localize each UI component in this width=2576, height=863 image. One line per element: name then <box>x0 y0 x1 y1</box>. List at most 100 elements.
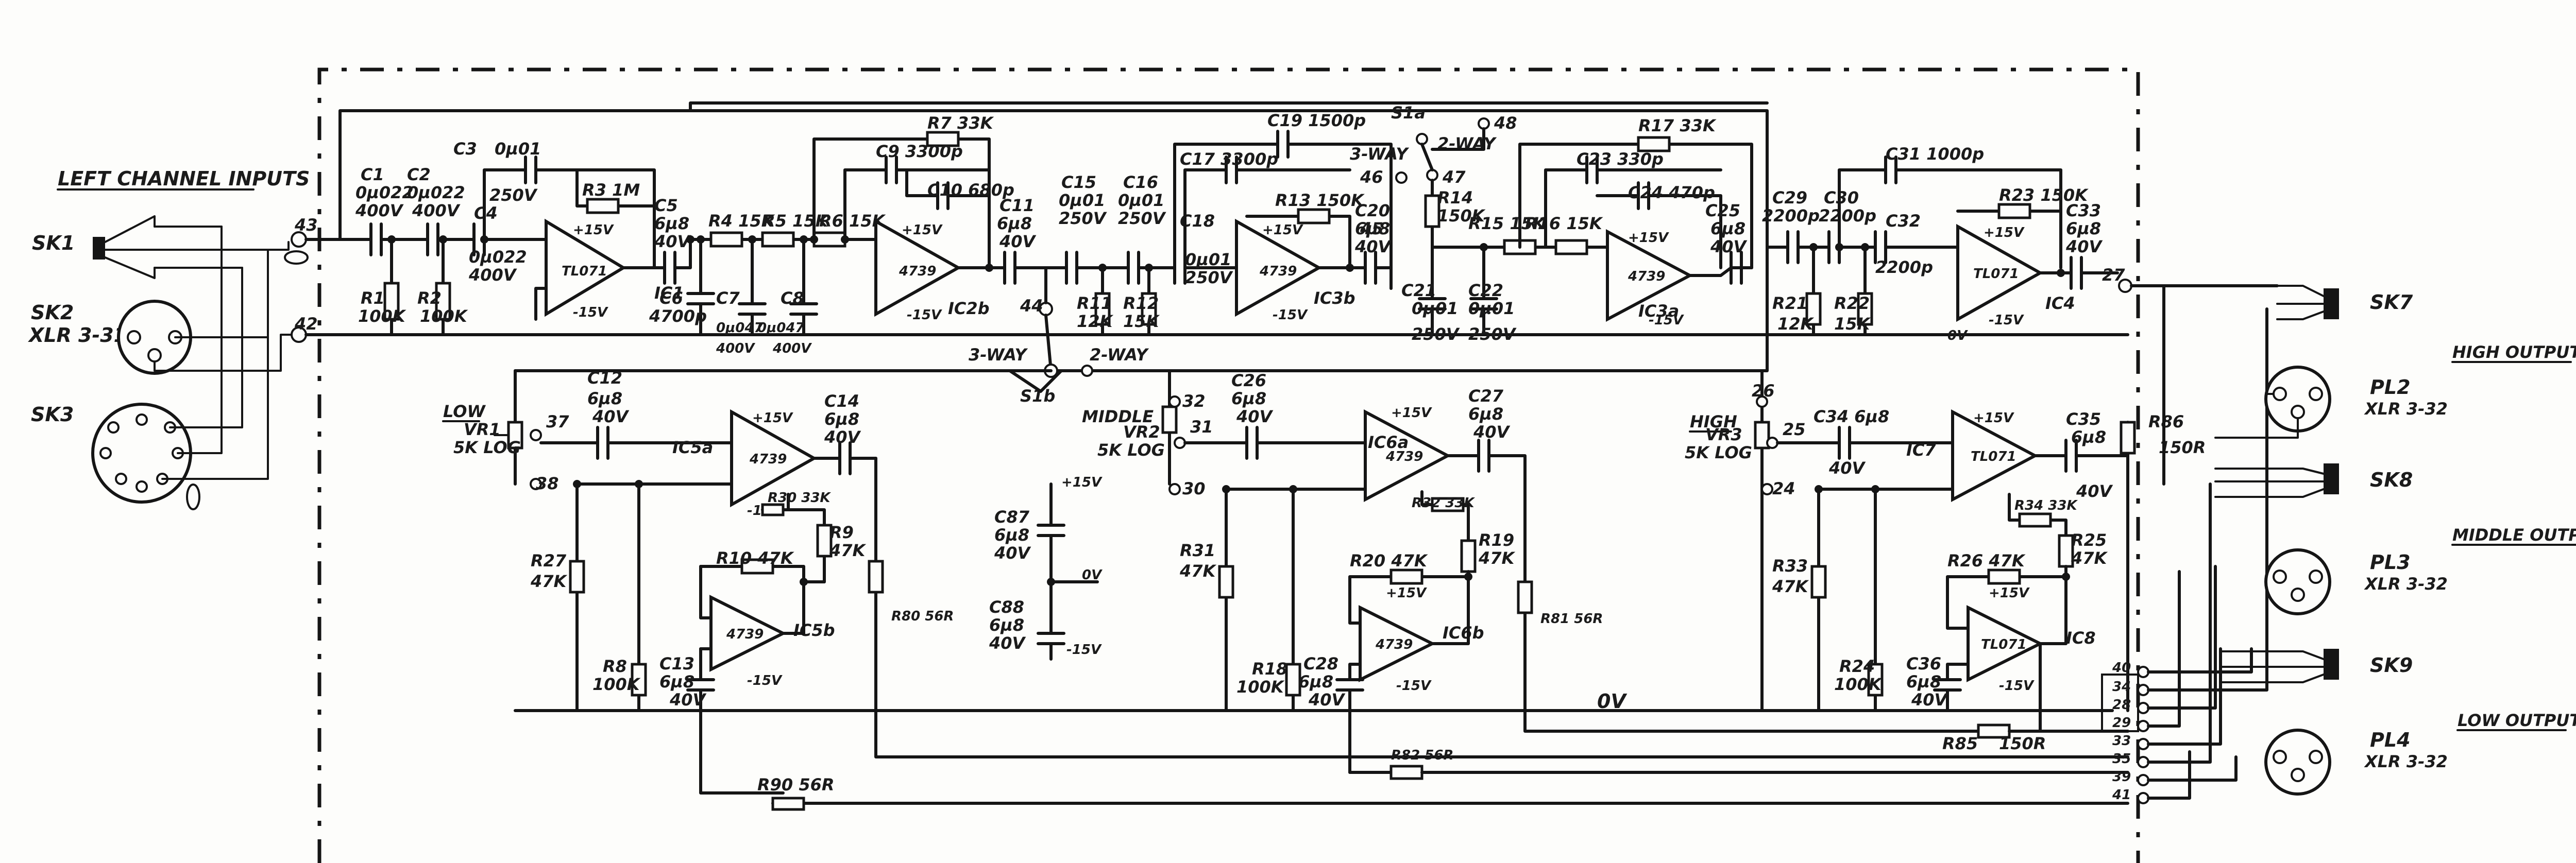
s1a-3way: 3-WAY <box>1350 144 1409 164</box>
ic2b-opamp-icon <box>874 218 962 317</box>
c88-label: C88 <box>989 597 1024 617</box>
c25-label: C25 <box>1705 201 1740 220</box>
r30-label: R30 33K <box>768 490 831 506</box>
c27-value: 6µ8 <box>1468 404 1503 424</box>
r19-value: 47K <box>1478 548 1516 568</box>
ic8-vneg: -15V <box>1999 678 2035 694</box>
c88-rating: 40V <box>989 633 1026 653</box>
c2-rating: 400V <box>412 201 461 220</box>
ic6b-opamp-icon <box>1359 605 1436 682</box>
middle-section: MIDDLE VR2 5K LOG 32 31 30 C26 6µ8 40V 4… <box>1082 369 2129 780</box>
r21-label: R21 <box>1772 294 1808 313</box>
r23-label: R23 150K <box>1999 185 2089 205</box>
node-26: 26 <box>1752 381 1775 401</box>
r24-label: R24 <box>1839 657 1875 676</box>
sk1-jack-icon <box>93 237 105 260</box>
c20-value: 6µ8 <box>1355 219 1390 238</box>
c3-value: 0µ01 <box>495 139 541 159</box>
c30-value: 2200p <box>1819 206 1876 226</box>
r3-label: R3 1M <box>582 180 640 200</box>
high-section: 26 24 HIGH VR3 5K LOG 25 C34 6µ8 40V TL0… <box>1685 369 2206 753</box>
middle-label: MIDDLE <box>1082 407 1154 426</box>
r14-label: R14 <box>1437 188 1473 208</box>
node-43: 43 <box>294 215 318 235</box>
ic3a-label: IC3a <box>1638 301 1679 321</box>
ic1-vneg: -15V <box>573 305 608 320</box>
ic8-label: IC8 <box>2066 628 2096 648</box>
c10-label: C10 680p <box>927 180 1014 200</box>
ic5b-vneg: -15V <box>747 673 783 688</box>
r85-value: 150R <box>1999 734 2046 753</box>
ic5a-opamp-icon <box>730 409 818 508</box>
r25-label: R25 <box>2071 530 2107 550</box>
r22-value: 15K <box>1834 314 1871 334</box>
c4-value: 0µ022 <box>469 247 527 267</box>
c2-value: 0µ022 <box>407 183 465 202</box>
pl2-type: XLR 3-32 <box>2364 399 2448 419</box>
ic2b-vpos: +15V <box>902 222 943 238</box>
node-30: 30 <box>1182 479 1206 498</box>
ic7-vpos: +15V <box>1973 410 2014 426</box>
r80-label: R80 56R <box>891 609 954 624</box>
top-feedback-bus <box>338 109 1769 372</box>
c25-value: 6µ8 <box>1710 219 1745 238</box>
r32-label: R32 33K <box>1412 495 1475 511</box>
c15-rating: 250V <box>1059 209 1107 228</box>
r31-value: 47K <box>1179 561 1217 581</box>
c27-label: C27 <box>1468 386 1504 406</box>
c12-label: C12 <box>587 368 622 388</box>
c21-value: 0µ01 <box>1412 299 1458 318</box>
c87-rating: 40V <box>994 543 1031 563</box>
left-inputs-title: LEFT CHANNEL INPUTS <box>58 167 310 190</box>
sk9-jack-icon <box>2324 649 2339 680</box>
c18-rating: 250V <box>1185 268 1233 287</box>
c35-label: C35 <box>2066 409 2101 429</box>
low-label: LOW <box>443 402 486 421</box>
c36-value: 6µ8 <box>1906 672 1941 692</box>
r12-value: 15K <box>1123 312 1160 331</box>
sk3-label: SK3 <box>31 403 74 426</box>
ic3b-vpos: +15V <box>1262 222 1303 238</box>
sk2-label: SK2 <box>31 301 74 324</box>
ic3b-label: IC3b <box>1314 288 1355 308</box>
vr2-value: 5K LOG <box>1097 440 1165 460</box>
c7-rating: 400V <box>716 341 755 356</box>
ic2b-vneg: -15V <box>907 307 942 323</box>
c22-value: 0µ01 <box>1468 299 1515 318</box>
ic4-gnd: 0V <box>1947 328 1968 343</box>
ic6b-vpos: +15V <box>1386 585 1427 601</box>
c33-value: 6µ8 <box>2066 219 2101 238</box>
node-48: 48 <box>1494 113 1517 133</box>
c20-label: C20 <box>1355 201 1390 220</box>
c33-label: C33 <box>2066 201 2101 220</box>
r2-value: 100K <box>420 306 468 326</box>
c28-value: 6µ8 <box>1298 672 1333 692</box>
ic3a-vpos: +15V <box>1628 230 1669 246</box>
c1-rating: 400V <box>355 201 404 220</box>
c14-value: 6µ8 <box>824 409 859 429</box>
c3-label: C3 <box>453 139 477 159</box>
node-44: 44 <box>1020 296 1043 316</box>
c27-rating: 40V <box>1473 422 1511 442</box>
c11-value: 6µ8 <box>997 214 1032 233</box>
sk8-label: SK8 <box>2370 469 2413 491</box>
ic5b-part: 4739 <box>726 627 764 642</box>
pl4-xlr-icon <box>2264 729 2331 796</box>
c23-label: C23 330p <box>1577 149 1664 169</box>
ic5a-part: 4739 <box>749 452 787 467</box>
ic6b-part: 4739 <box>1375 637 1413 652</box>
c5-label: C5 <box>654 196 678 215</box>
c13-value: 6µ8 <box>659 672 694 692</box>
node-28: 28 <box>2112 697 2131 713</box>
node-46: 46 <box>1360 167 1383 187</box>
r10-label: R10 47K <box>716 548 794 568</box>
ic5a-vpos: +15V <box>752 410 793 426</box>
c8-rating: 400V <box>772 341 812 356</box>
c32-label: C32 <box>1886 211 1921 231</box>
pl3-type: XLR 3-32 <box>2364 574 2448 594</box>
c36-label: C36 <box>1906 654 1941 674</box>
ic6a-part: 4739 <box>1385 449 1423 464</box>
r11-value: 12K <box>1077 312 1114 331</box>
ic3a-part: 4739 <box>1628 269 1665 284</box>
